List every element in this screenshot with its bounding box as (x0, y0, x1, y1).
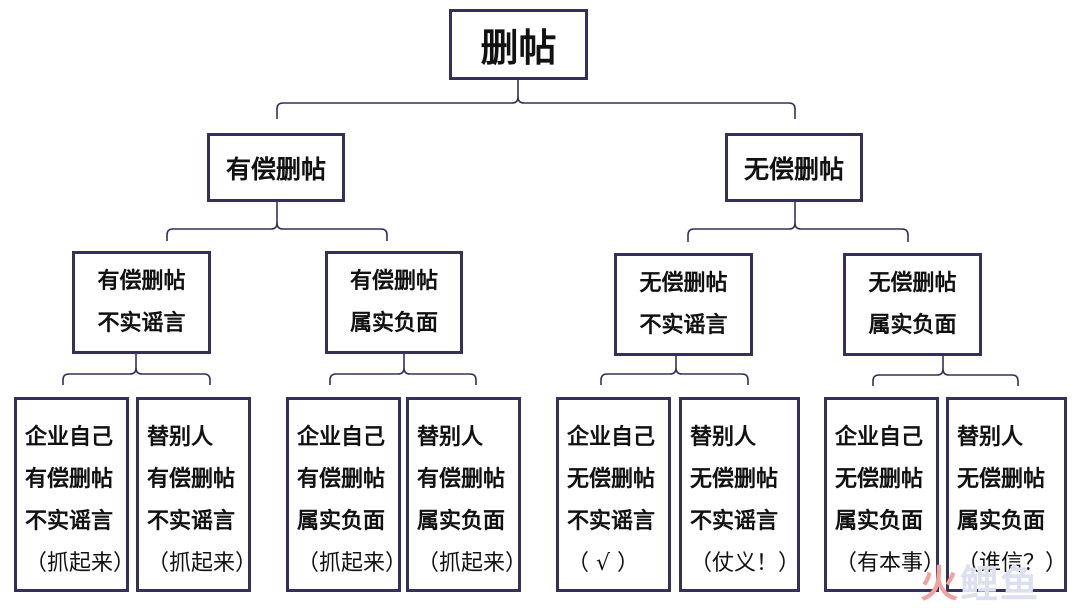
leaf-self-free-true-negative: 企业自己 无偿删帖 属实负面 （有本事） (824, 397, 945, 592)
node-line: 属实负面 (349, 310, 438, 336)
node-paid-false-rumor: 有偿删帖 不实谣言 (72, 251, 211, 354)
leaf-line: 属实负面 (957, 509, 1046, 534)
leaf-line: 有偿删帖 (417, 467, 506, 492)
leaf-note: （谁信？） (957, 551, 1068, 576)
bracket-paid (166, 202, 388, 241)
leaf-note: （ √ ） (567, 551, 640, 576)
bracket-root (276, 80, 796, 119)
node-paid-deletion: 有偿删帖 (207, 133, 345, 202)
leaf-line: 企业自己 (25, 425, 114, 450)
node-line: 无偿删帖 (868, 270, 957, 296)
leaf-line: 企业自己 (835, 425, 924, 450)
bracket-paid-true (329, 354, 477, 385)
leaf-line: 属实负面 (835, 509, 924, 534)
leaf-note: （抓起来） (297, 551, 408, 576)
bracket-free-false (600, 356, 749, 385)
node-paid-true-negative: 有偿删帖 属实负面 (325, 251, 463, 354)
node-free-false-rumor: 无偿删帖 不实谣言 (614, 253, 753, 356)
leaf-line: 有偿删帖 (297, 467, 386, 492)
leaf-self-free-false-rumor: 企业自己 无偿删帖 不实谣言 （ √ ） (556, 397, 671, 592)
leaf-line: 不实谣言 (690, 509, 779, 534)
root-label: 删帖 (480, 26, 557, 70)
node-line: 有偿删帖 (349, 268, 438, 294)
leaf-line: 替别人 (957, 425, 1024, 450)
leaf-line: 有偿删帖 (25, 467, 114, 492)
leaf-note: （抓起来） (25, 551, 136, 576)
leaf-note: （抓起来） (417, 551, 528, 576)
leaf-others-free-false-rumor: 替别人 无偿删帖 不实谣言 （仗义！） (679, 397, 800, 592)
node-line: 无偿删帖 (639, 270, 728, 296)
leaf-others-paid-true-negative: 替别人 有偿删帖 属实负面 （抓起来） (406, 397, 527, 592)
leaf-note: （仗义！） (690, 551, 801, 576)
leaf-note: （抓起来） (147, 551, 258, 576)
leaf-line: 无偿删帖 (835, 467, 924, 492)
node-line: 属实负面 (868, 312, 957, 338)
leaf-line: 属实负面 (417, 509, 506, 534)
node-label: 无偿删帖 (743, 154, 844, 184)
leaf-line: 替别人 (147, 425, 214, 450)
leaf-line: 企业自己 (297, 425, 386, 450)
leaf-line: 有偿删帖 (147, 467, 236, 492)
bracket-paid-false (62, 354, 211, 385)
leaf-others-paid-false-rumor: 替别人 有偿删帖 不实谣言 （抓起来） (136, 397, 257, 592)
leaf-line: 替别人 (690, 425, 757, 450)
leaf-line: 不实谣言 (25, 509, 114, 534)
leaf-line: 替别人 (417, 425, 484, 450)
leaf-line: 无偿删帖 (690, 467, 779, 492)
bracket-free (687, 202, 909, 242)
leaf-self-paid-false-rumor: 企业自己 有偿删帖 不实谣言 （抓起来） (14, 397, 135, 592)
leaf-line: 不实谣言 (147, 509, 236, 534)
node-line: 有偿删帖 (97, 268, 186, 294)
root-node: 删帖 (449, 9, 588, 80)
node-line: 不实谣言 (639, 312, 728, 338)
leaf-others-free-true-negative: 替别人 无偿删帖 属实负面 （谁信？） (946, 397, 1067, 592)
watermark-logo: 火鲤鱼 (920, 562, 1041, 606)
node-free-deletion: 无偿删帖 (725, 133, 863, 202)
bracket-free-true (872, 356, 1019, 386)
leaf-line: 无偿删帖 (567, 467, 656, 492)
leaf-line: 属实负面 (297, 509, 386, 534)
node-label: 有偿删帖 (225, 154, 326, 184)
leaf-line: 不实谣言 (567, 509, 656, 534)
leaf-line: 企业自己 (567, 425, 656, 450)
node-free-true-negative: 无偿删帖 属实负面 (843, 253, 982, 356)
node-line: 不实谣言 (97, 310, 186, 336)
leaf-note: （有本事） (835, 551, 946, 576)
leaf-self-paid-true-negative: 企业自己 有偿删帖 属实负面 （抓起来） (286, 397, 407, 592)
leaf-line: 无偿删帖 (957, 467, 1046, 492)
